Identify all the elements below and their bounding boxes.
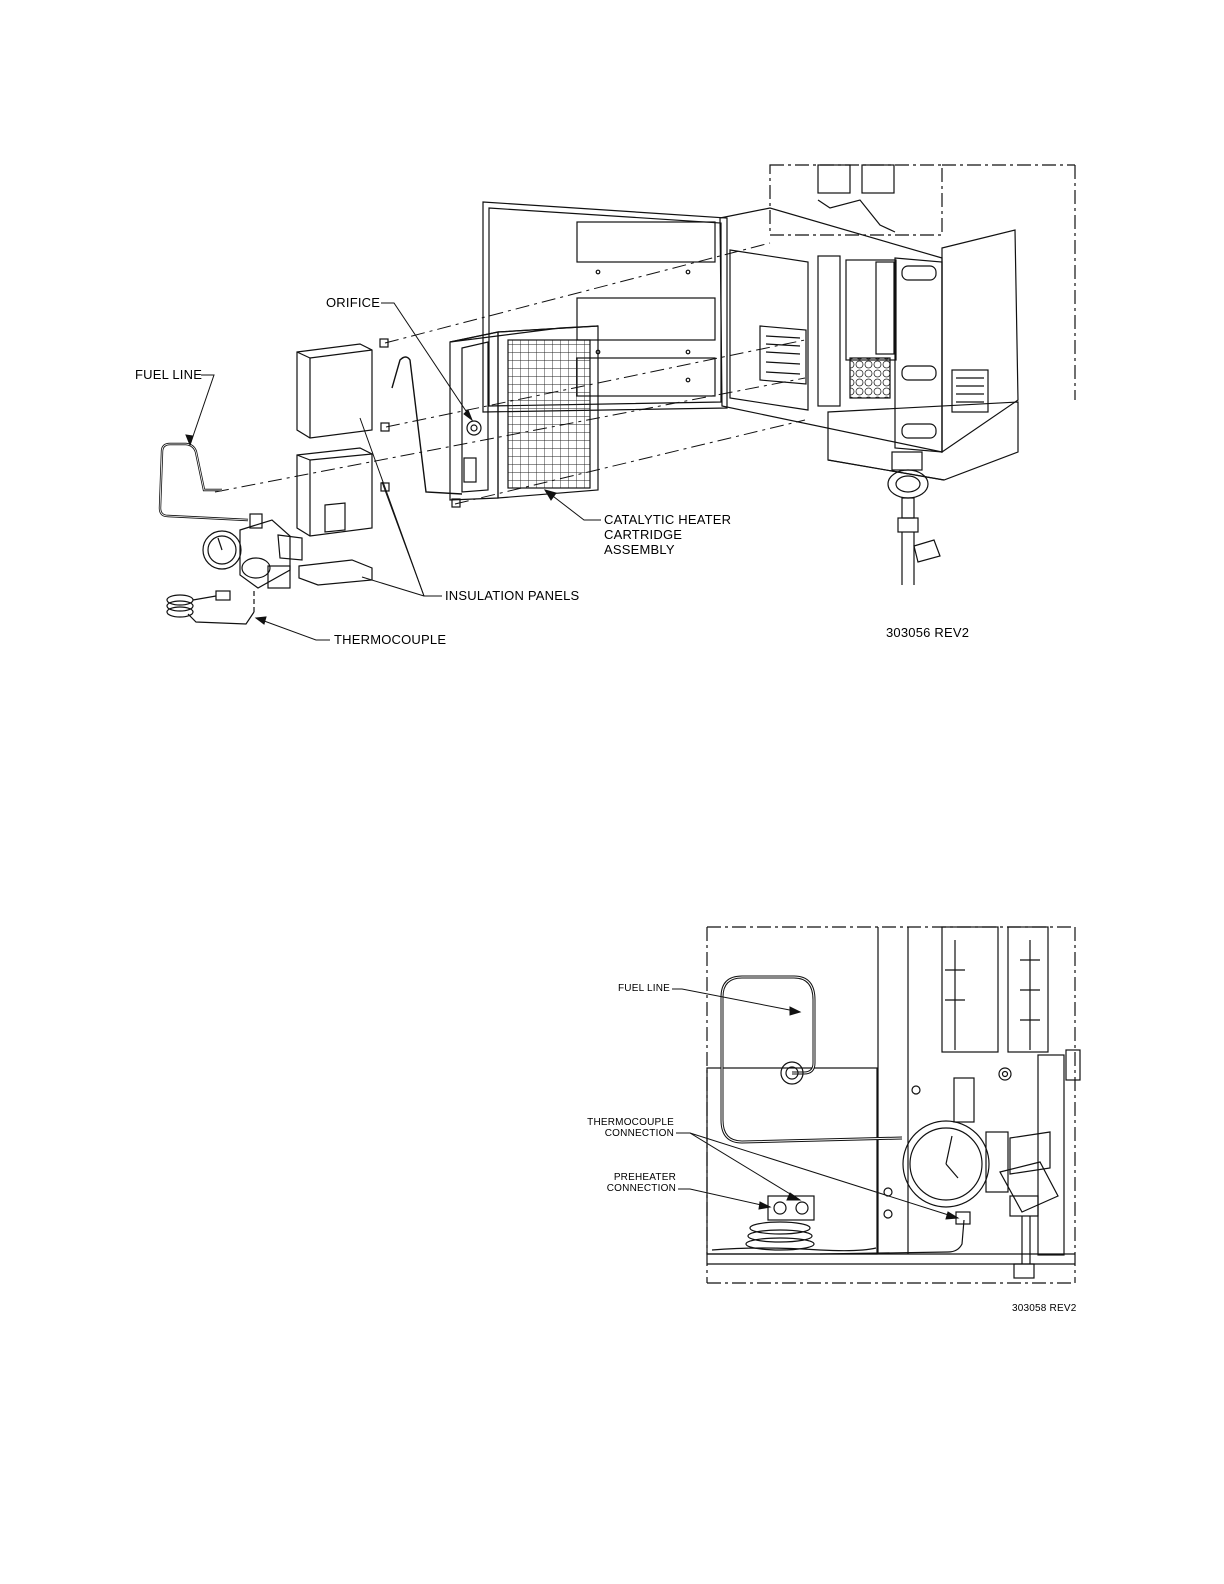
- detail-thermocouple-label-line1: THERMOCOUPLE: [586, 1117, 674, 1129]
- preheater-connection: [712, 1196, 876, 1251]
- detail-preheater-label-line2: CONNECTION: [596, 1183, 676, 1195]
- detail-thermocouple-label-line2: CONNECTION: [586, 1128, 674, 1140]
- drawing-number-303058: 303058 REV2: [1012, 1303, 1076, 1315]
- gas-valve-detail: [903, 1078, 1058, 1264]
- detail-fuel-line-label: FUEL LINE: [618, 983, 670, 995]
- detail-preheater-label-line1: PREHEATER: [596, 1172, 676, 1184]
- detail-frame: [707, 927, 1075, 1283]
